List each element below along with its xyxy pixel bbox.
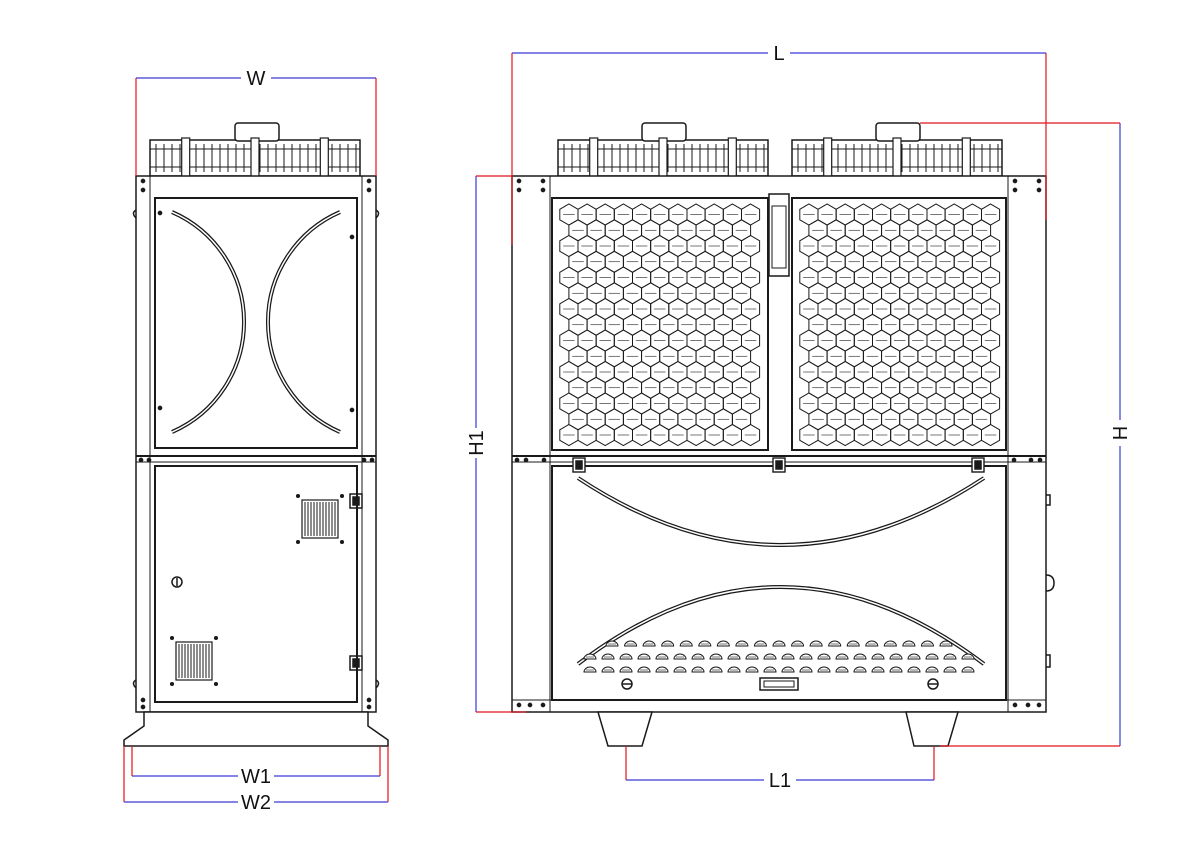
panel-latch-icon — [927, 678, 939, 690]
dimension-label-l: L — [773, 43, 784, 65]
front-coil-grille-right — [791, 197, 1007, 451]
center-latch — [768, 193, 790, 277]
door-lock-icon — [171, 576, 183, 588]
dimension-labels: W W1 W2 L L1 H1 H — [238, 41, 1132, 814]
mounting-foot-icon — [905, 711, 960, 747]
front-coil-grille-left — [551, 197, 769, 451]
vent-slot-icon — [169, 635, 219, 687]
nameplate-slot — [759, 677, 799, 691]
side-view — [123, 122, 389, 747]
door-hinge-icon — [349, 655, 363, 671]
side-door-panel — [154, 465, 363, 703]
side-base — [123, 711, 389, 747]
bolt-icons — [514, 178, 1043, 708]
fan-guard-icon — [150, 137, 360, 179]
front-lower-panel — [551, 465, 1007, 701]
front-view — [511, 122, 1055, 747]
front-fan-unit-left — [557, 122, 769, 179]
mounting-foot-icon — [596, 711, 654, 747]
dimension-label-w2: W2 — [241, 792, 271, 814]
fan-guard-icon — [558, 137, 768, 179]
dimension-label-w1: W1 — [241, 766, 271, 788]
front-fan-unit-right — [791, 122, 1003, 179]
dimension-label-l1: L1 — [769, 770, 791, 792]
door-hinge-icon — [572, 457, 985, 473]
side-cabinet-frame — [135, 175, 377, 713]
dimension-label-w: W — [247, 68, 266, 90]
fan-guard-icon — [792, 137, 1002, 179]
honeycomb-grille-icon — [559, 203, 761, 447]
bolt-icons — [138, 178, 375, 710]
side-upper-panel — [154, 197, 358, 449]
honeycomb-grille-icon — [799, 203, 1001, 447]
door-hinge-icon — [349, 493, 363, 509]
vent-slot-icon — [583, 640, 975, 673]
dimension-label-h: H — [1110, 426, 1132, 440]
dimension-label-h1: H1 — [466, 430, 488, 456]
panel-latch-icon — [621, 678, 633, 690]
vent-slot-icon — [295, 493, 345, 545]
side-fan-unit — [149, 122, 361, 179]
